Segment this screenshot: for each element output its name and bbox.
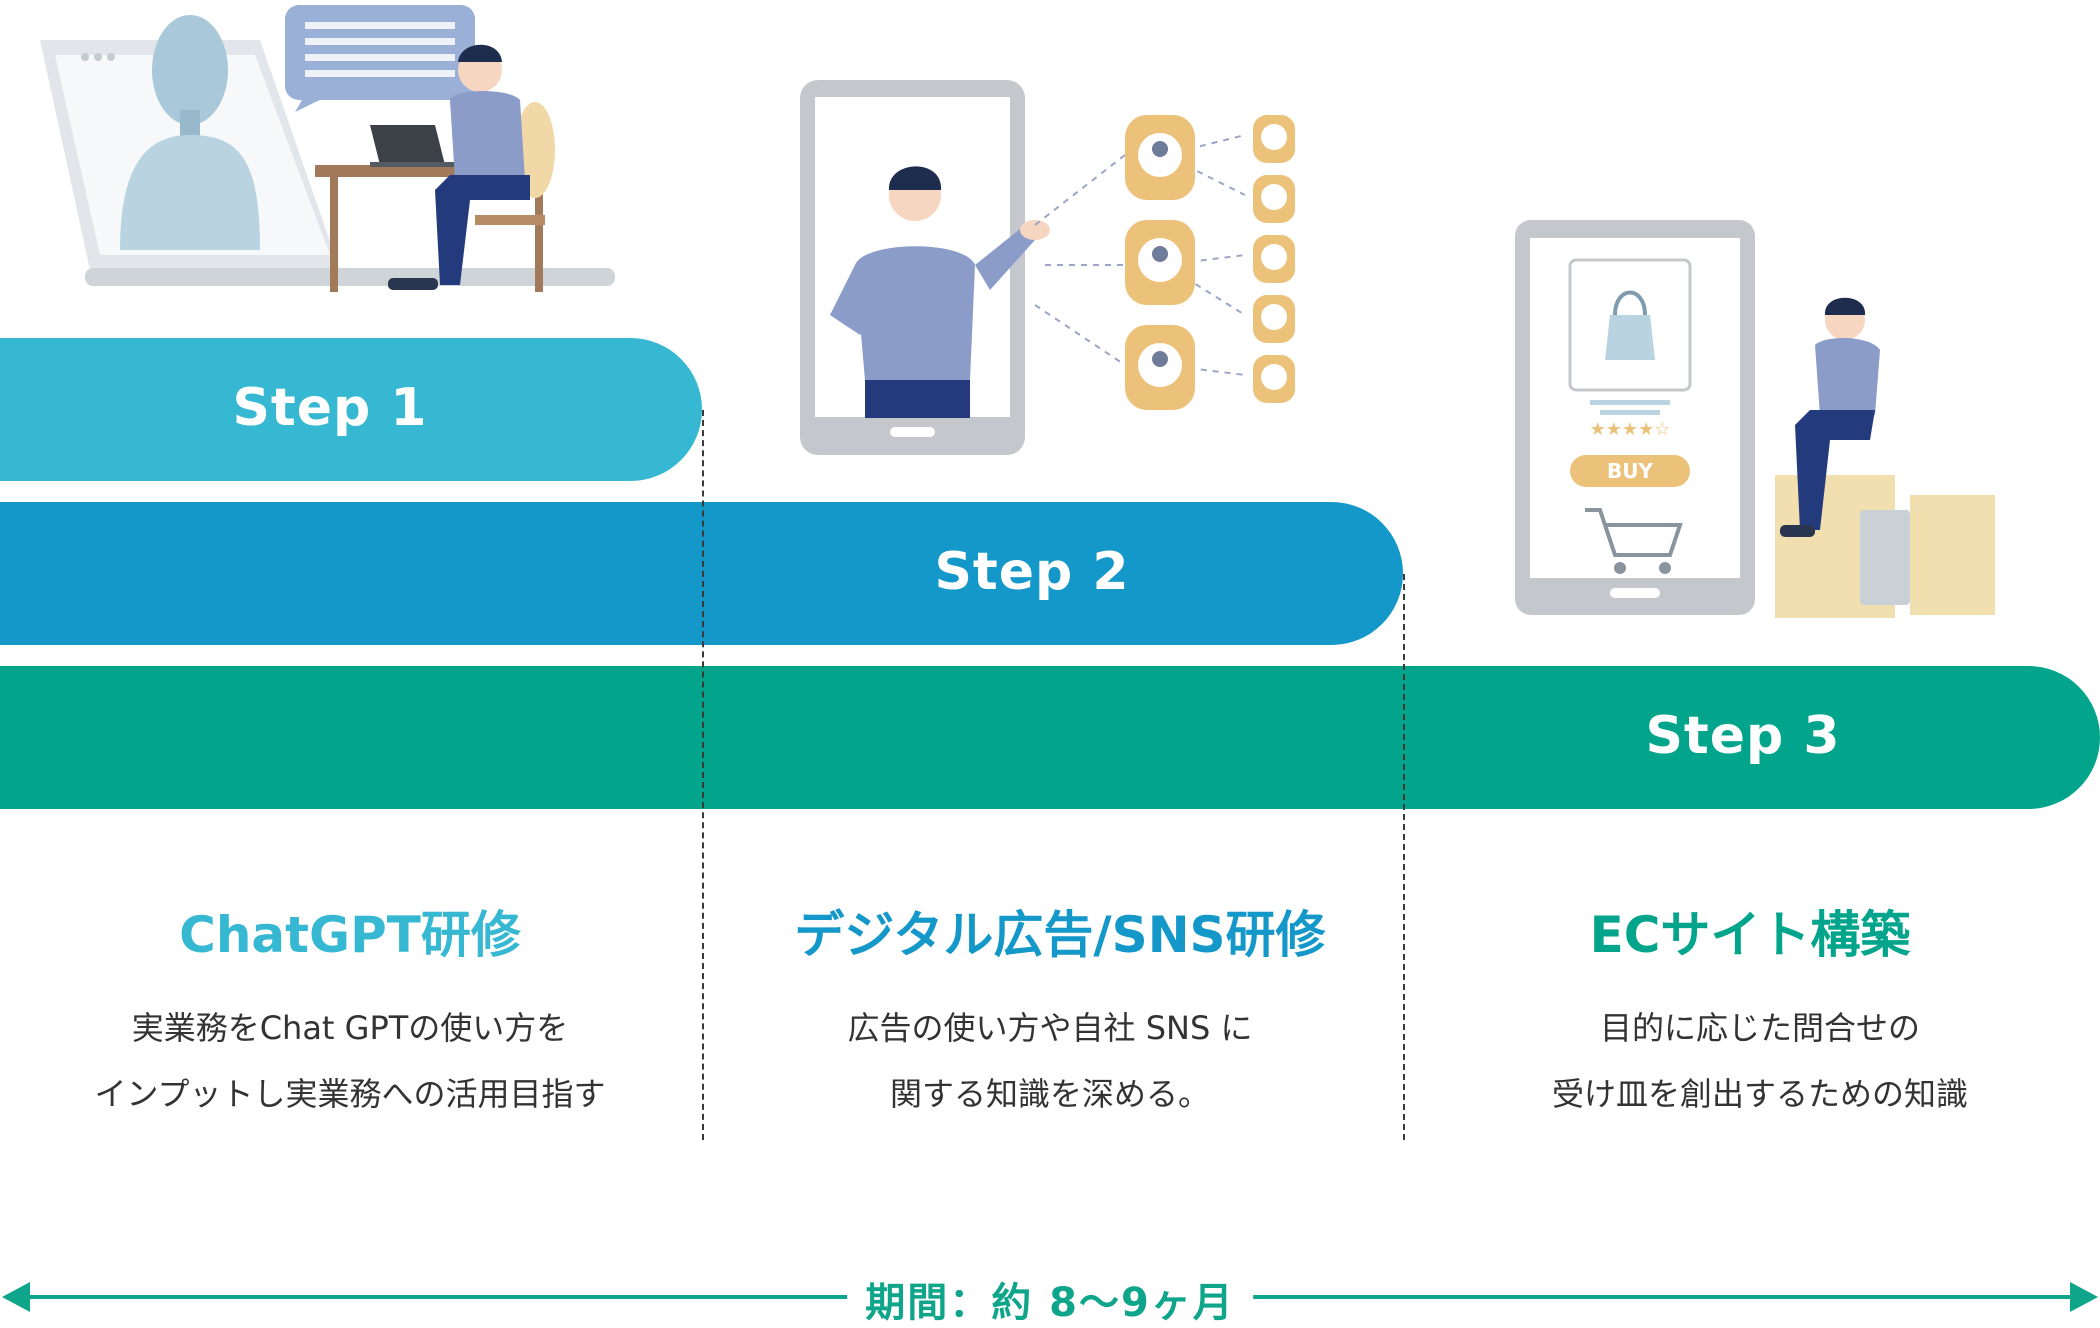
step2-label: Step 2: [934, 542, 1130, 602]
step1-line-1: 実業務をChat GPTの使い方を: [131, 1009, 569, 1047]
step1-bar: Step 1: [0, 338, 702, 481]
step3-line-1: 目的に応じた問合せの: [1599, 1009, 1920, 1047]
buy-badge-text: BUY: [1607, 459, 1653, 483]
step3-title: ECサイト構築: [1589, 906, 1911, 964]
period-label: 期間：約 8～9ヶ月: [847, 1270, 1253, 1328]
step2-title: デジタル広告/SNS研修: [794, 906, 1326, 964]
step2-line-1: 広告の使い方や自社 SNS に: [847, 1009, 1253, 1047]
divider-1: [702, 410, 704, 1140]
step1-title: ChatGPT研修: [179, 906, 521, 964]
divider-2: [1403, 574, 1405, 1140]
step3-line-2: 受け皿を創出するための知識: [1551, 1075, 1968, 1113]
step2-bar: Step 2: [0, 502, 1403, 645]
step3-description: 目的に応じた問合せの 受け皿を創出するための知識: [1430, 995, 2090, 1127]
ec-shop-illustration: ★★★★☆ BUY: [1515, 220, 1995, 618]
ai-chat-illustration: [40, 5, 615, 292]
svg-text:★★★★☆: ★★★★☆: [1590, 419, 1671, 440]
sns-network-illustration: [800, 80, 1295, 455]
step1-description: 実業務をChat GPTの使い方を インプットし実業務への活用目指す: [20, 995, 680, 1127]
step1-line-2: インプットし実業務への活用目指す: [94, 1075, 606, 1113]
step3-label: Step 3: [1645, 706, 1841, 766]
step3-bar: Step 3: [0, 666, 2100, 809]
step1-label: Step 1: [232, 378, 428, 438]
step2-description: 広告の使い方や自社 SNS に 関する知識を深める。: [730, 995, 1370, 1127]
step2-line-2: 関する知識を深める。: [889, 1075, 1210, 1113]
